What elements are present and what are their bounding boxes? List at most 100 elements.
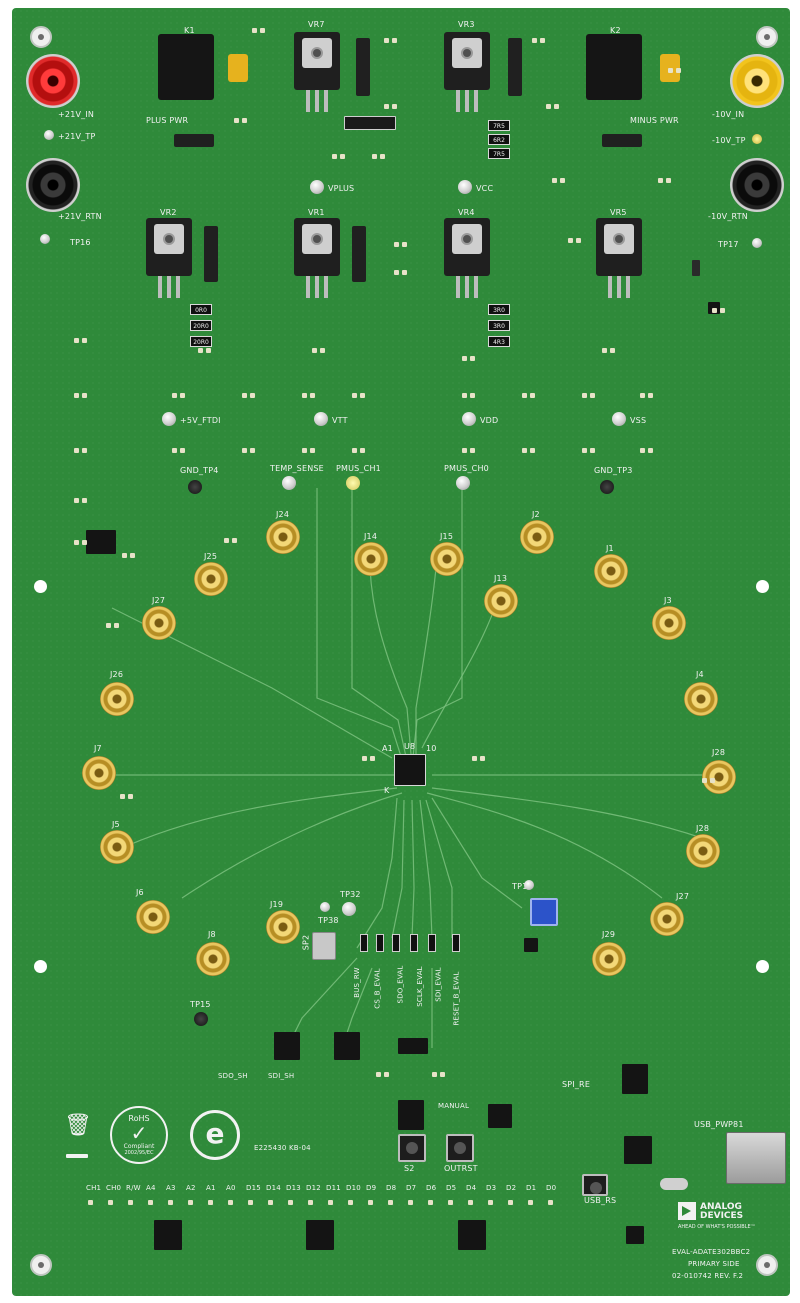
diode-cr82 <box>602 134 642 147</box>
sma-j25[interactable] <box>142 606 176 640</box>
sma-j4[interactable] <box>684 682 718 716</box>
smd-pad <box>470 393 475 398</box>
sma-j29[interactable] <box>592 942 626 976</box>
sma-j14[interactable] <box>354 542 388 576</box>
sma-j3[interactable] <box>652 606 686 640</box>
pmus-ch1-tp[interactable] <box>346 476 360 490</box>
minus-10v-rtn-jack[interactable] <box>730 158 784 212</box>
vdd-testpoint[interactable] <box>462 412 476 426</box>
sma-j24[interactable] <box>100 682 134 716</box>
usb-connector[interactable] <box>726 1132 786 1184</box>
spi-re-label: SPI_RE <box>562 1080 591 1089</box>
plus-21v-tp[interactable] <box>44 130 54 140</box>
header-pin-sdo[interactable] <box>392 934 400 952</box>
sma-j19[interactable] <box>266 910 300 944</box>
pmus-ch0-tp[interactable] <box>456 476 470 490</box>
vss-testpoint[interactable] <box>612 412 626 426</box>
center-ic-label: U8 <box>404 742 416 751</box>
smd-pad <box>242 448 247 453</box>
manual-label: MANUAL <box>438 1102 470 1110</box>
temp-sense-tp[interactable] <box>282 476 296 490</box>
channel-pad <box>228 1200 233 1205</box>
smd-pad <box>332 154 337 159</box>
plus-21v-in-jack[interactable] <box>26 54 80 108</box>
smd-pad <box>546 104 551 109</box>
sma-j23[interactable] <box>194 562 228 596</box>
sdi-sh-label: SDI_SH <box>268 1072 295 1080</box>
mounting-hole-top-left <box>30 26 52 48</box>
diode-cr80 <box>508 38 522 96</box>
tp15[interactable] <box>194 1012 208 1026</box>
tp38[interactable] <box>320 902 330 912</box>
sma-j22[interactable] <box>266 520 300 554</box>
minus-10v-tp[interactable] <box>752 134 762 144</box>
plus-21v-rtn-jack[interactable] <box>26 158 80 212</box>
push-button-outrst[interactable] <box>446 1134 474 1162</box>
regulator-vr2 <box>146 218 192 298</box>
sma-j7[interactable] <box>82 756 116 790</box>
sma-j2-label: J2 <box>532 510 540 519</box>
sma-j6[interactable] <box>136 900 170 934</box>
channel-pad <box>448 1200 453 1205</box>
tp19-label: TP19 <box>512 882 533 891</box>
vtt-testpoint[interactable] <box>314 412 328 426</box>
header-pin-bus-rw[interactable] <box>360 934 368 952</box>
sma-j13[interactable] <box>484 584 518 618</box>
channel-label: D15 <box>246 1184 261 1192</box>
pmus-ch0-label: PMUS_CH0 <box>444 464 489 473</box>
smd-pad <box>640 448 645 453</box>
channel-label: D3 <box>486 1184 497 1192</box>
sma-j1[interactable] <box>594 554 628 588</box>
header-pin-reset-b[interactable] <box>452 934 460 952</box>
header-pin-cs-b[interactable] <box>376 934 384 952</box>
tp32[interactable] <box>342 902 356 916</box>
push-button-s2[interactable] <box>398 1134 426 1162</box>
gnd-tp4[interactable] <box>188 480 202 494</box>
smd-pad <box>250 393 255 398</box>
sma-j27[interactable] <box>650 902 684 936</box>
sma-j26[interactable] <box>686 834 720 868</box>
center-ic-pin-a1: A1 <box>382 744 393 753</box>
rohs-logo-text: Compliant <box>123 1143 155 1150</box>
minus-10v-in-jack[interactable] <box>730 54 784 108</box>
header-pin-sdi[interactable] <box>428 934 436 952</box>
header-label-cs-b: CS_B_EVAL <box>373 968 382 1009</box>
tp16-testpoint[interactable] <box>40 234 50 244</box>
ftdi-5v-testpoint[interactable] <box>162 412 176 426</box>
analog-devices-name-1: ANALOG <box>700 1202 742 1212</box>
vcc-testpoint[interactable] <box>458 180 472 194</box>
smd-pad <box>320 348 325 353</box>
gnd-tp3[interactable] <box>600 480 614 494</box>
tp19[interactable] <box>524 880 534 890</box>
sma-j28[interactable] <box>702 760 736 794</box>
channel-pad <box>408 1200 413 1205</box>
usb-reset-button[interactable] <box>582 1174 608 1196</box>
channel-label: A0 <box>226 1184 236 1192</box>
sma-j8[interactable] <box>196 942 230 976</box>
smd-pad <box>582 393 587 398</box>
smd-pad <box>340 154 345 159</box>
blue-trimmer-pot[interactable] <box>530 898 558 926</box>
smd-pad <box>250 448 255 453</box>
smd-pad <box>302 448 307 453</box>
sma-j2[interactable] <box>520 520 554 554</box>
channel-label: D0 <box>546 1184 557 1192</box>
sma-j15[interactable] <box>430 542 464 576</box>
smd-pad <box>130 553 135 558</box>
tp17-testpoint[interactable] <box>752 238 762 248</box>
yellow-capacitor-c69 <box>228 54 248 82</box>
sma-j5[interactable] <box>100 830 134 864</box>
resistor-r196 <box>344 116 396 130</box>
resistor-mark-9: 20R0 <box>190 336 212 347</box>
toggle-switch-sp2[interactable] <box>312 932 336 960</box>
rohs-check-icon: ✓ <box>130 1121 148 1145</box>
board-id-line2: PRIMARY SIDE <box>688 1260 740 1268</box>
smd-pad <box>380 154 385 159</box>
sma-j5-label: J5 <box>112 820 120 829</box>
smd-pad <box>462 356 467 361</box>
vplus-testpoint[interactable] <box>310 180 324 194</box>
channel-pad <box>488 1200 493 1205</box>
header-pin-sclk[interactable] <box>410 934 418 952</box>
smd-pad <box>260 28 265 33</box>
